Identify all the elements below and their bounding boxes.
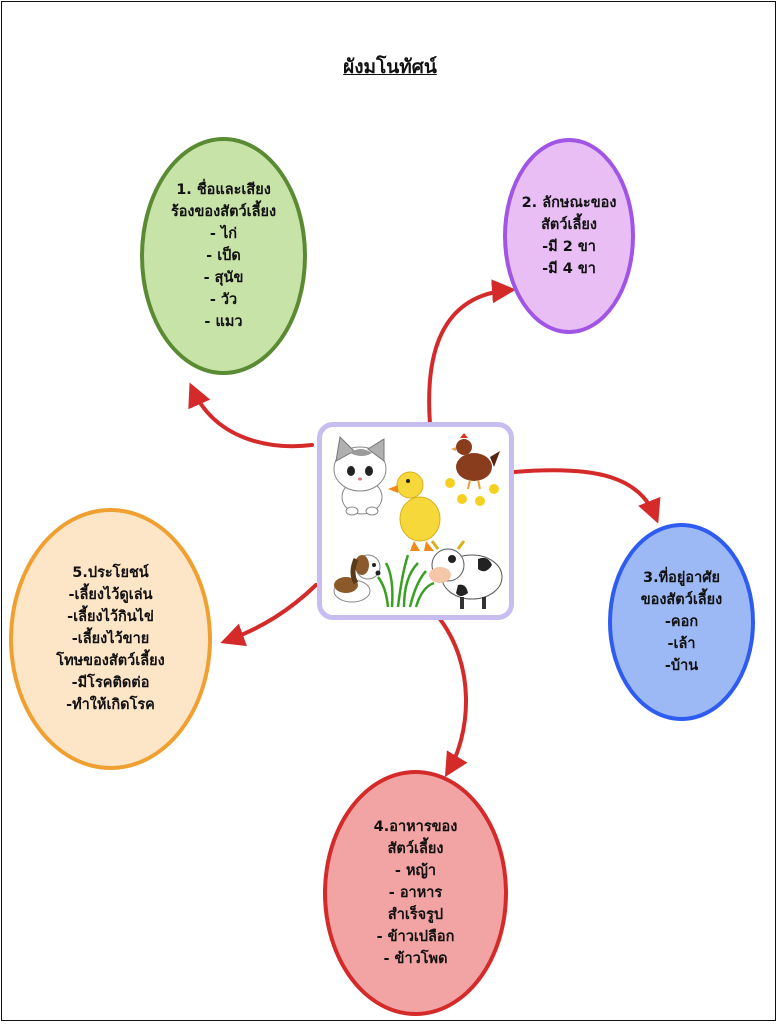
chicks-icon (445, 478, 499, 506)
node-4-food: 4.อาหารของ สัตว์เลี้ยง - หญ้า - อาหาร สำ… (323, 770, 508, 1016)
arrow-to-node-5 (226, 585, 316, 641)
node-4-line: - อาหาร (389, 882, 442, 904)
node-5-line: -เลี้ยงไว้กินไข่ (67, 606, 154, 628)
arrow-to-node-4 (436, 614, 466, 772)
node-3-line: -บ้าน (665, 655, 698, 677)
node-3-line: -คอก (665, 611, 698, 633)
arrow-to-node-2 (429, 290, 510, 424)
cat-icon (334, 437, 386, 515)
node-3-line: -เล้า (667, 633, 695, 655)
node-5-line: -เลี้ยงไว้ขาย (72, 628, 149, 650)
node-4-line: สำเร็จรูป (388, 904, 443, 926)
center-animals-image (317, 422, 514, 620)
node-5-line: 5.ประโยชน์ (72, 562, 148, 584)
node-4-line: - หญ้า (395, 860, 436, 882)
arrow-to-node-1 (192, 388, 312, 446)
node-1-line: - สุนัข (204, 267, 244, 289)
node-5-line: โทษของสัตว์เลี้ยง (56, 650, 164, 672)
arrow-to-node-3 (514, 470, 656, 518)
node-1-line: - วัว (210, 289, 237, 311)
node-5-line: -มีโรคติดต่อ (72, 672, 150, 694)
node-4-line: - ข้าวโพด (383, 948, 447, 970)
node-2-characteristics: 2. ลักษณะของ สัตว์เลี้ยง -มี 2 ขา -มี 4 … (503, 138, 635, 334)
node-1-line: 1. ชื่อและเสียง (176, 179, 271, 201)
hen-icon (451, 433, 500, 489)
node-2-line: -มี 4 ขา (542, 258, 596, 280)
node-4-line: - ข้าวเปลือก (377, 926, 455, 948)
node-4-line: สัตว์เลี้ยง (388, 838, 444, 860)
node-5-benefits-harms: 5.ประโยชน์ -เลี้ยงไว้ดูเล่น -เลี้ยงไว้กิ… (9, 508, 212, 770)
node-1-line: - แมว (204, 311, 242, 333)
cow-icon (429, 541, 502, 609)
node-1-line: - เป็ด (206, 245, 241, 267)
node-3-habitat: 3.ที่อยู่อาศัย ของสัตว์เลี้ยง -คอก -เล้า… (608, 523, 755, 721)
node-1-line: - ไก่ (210, 223, 237, 245)
node-1-line: ร้องของสัตว์เลี้ยง (171, 201, 276, 223)
node-5-line: -เลี้ยงไว้ดูเล่น (68, 584, 152, 606)
puppy-icon (334, 555, 381, 602)
node-3-line: 3.ที่อยู่อาศัย (643, 567, 720, 589)
duck-icon (388, 472, 440, 551)
node-3-line: ของสัตว์เลี้ยง (641, 589, 723, 611)
node-1-names-sounds: 1. ชื่อและเสียง ร้องของสัตว์เลี้ยง - ไก่… (140, 137, 307, 375)
node-2-line: -มี 2 ขา (542, 236, 596, 258)
grass-icon (378, 555, 434, 607)
node-2-line: 2. ลักษณะของ (522, 192, 617, 214)
node-5-line: -ทำให้เกิดโรค (66, 694, 155, 716)
node-2-line: สัตว์เลี้ยง (541, 214, 597, 236)
node-4-line: 4.อาหารของ (374, 816, 458, 838)
